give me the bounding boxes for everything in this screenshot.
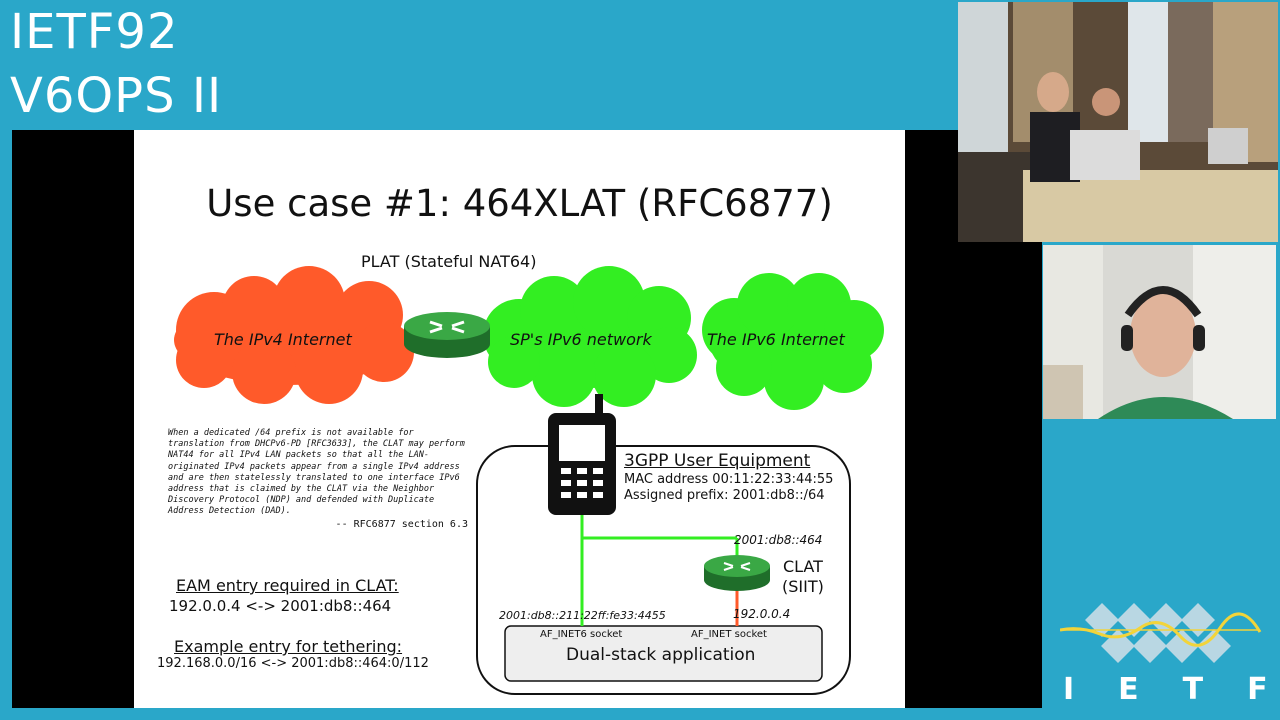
inet6-socket-label: AF_INET6 socket [540, 629, 623, 640]
remote-speaker-feed [1043, 245, 1276, 419]
clat-label: CLAT (SIIT) [782, 557, 824, 597]
phone-icon [548, 394, 616, 515]
ue-prefix: Assigned prefix: 2001:db8::/64 [624, 488, 825, 503]
ietf-logo-text: IETF [1063, 672, 1268, 707]
clat-line2: (SIIT) [782, 577, 824, 596]
example-heading: Example entry for tethering: [174, 637, 403, 656]
example-value: 192.168.0.0/16 <-> 2001:db8::464:0/112 [157, 656, 429, 671]
presentation-video[interactable]: Use case #1: 464XLAT (RFC6877) PLAT (Sta… [12, 130, 1042, 708]
slide-title: Use case #1: 464XLAT (RFC6877) [206, 182, 833, 225]
ue-mac: MAC address 00:11:22:33:44:55 [624, 472, 834, 487]
eam-value: 192.0.0.4 <-> 2001:db8::464 [169, 597, 392, 615]
header-title: IETF92 [10, 4, 179, 60]
ietf-logo [1060, 603, 1262, 663]
eam-heading: EAM entry required in CLAT: [176, 576, 399, 595]
ipv6-internet-cloud [702, 273, 884, 410]
ipv4-cloud-label: The IPv4 Internet [214, 330, 352, 349]
clat-line1: CLAT [782, 557, 823, 576]
ipv4-cloud [174, 266, 414, 404]
header-subtitle: V6OPS II [10, 68, 223, 124]
network-diagram [174, 266, 884, 695]
slaac-address: 2001:db8::211:22ff:fe33:4455 [499, 609, 666, 622]
rfc-quote-text: When a dedicated /64 prefix is not avail… [168, 428, 465, 517]
plat-router [404, 312, 490, 358]
clat-router [704, 555, 770, 591]
ipv6-cloud-label: The IPv6 Internet [707, 330, 845, 349]
sp-ipv6-cloud [483, 266, 697, 407]
slide: Use case #1: 464XLAT (RFC6877) PLAT (Sta… [134, 130, 905, 708]
clat-v6-address: 2001:db8::464 [734, 533, 823, 547]
sp-cloud-label: SP's IPv6 network [510, 330, 652, 349]
room-camera-feed [958, 2, 1278, 242]
clat-v4-address: 192.0.0.4 [733, 607, 791, 621]
rfc-quote-attribution: -- RFC6877 section 6.3 [335, 518, 468, 530]
plat-label: PLAT (Stateful NAT64) [361, 252, 537, 271]
dual-stack-label: Dual-stack application [566, 645, 756, 665]
inet-socket-label: AF_INET socket [691, 629, 767, 640]
ue-title: 3GPP User Equipment [624, 451, 811, 471]
rfc-quote: When a dedicated /64 prefix is not avail… [168, 428, 468, 530]
